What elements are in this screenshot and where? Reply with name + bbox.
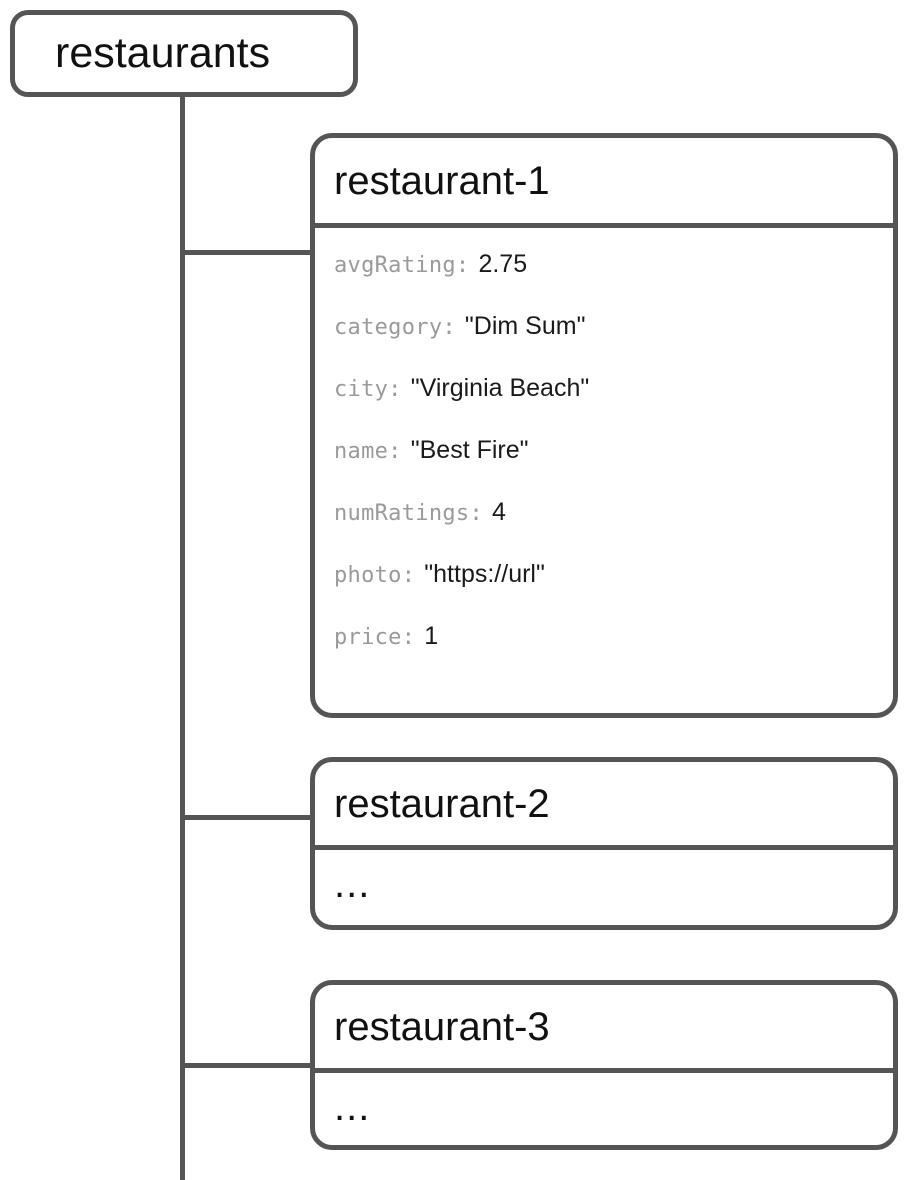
field-value: "Best Fire" — [410, 436, 529, 464]
field-key: name: — [334, 439, 402, 464]
document-card-body: ... — [315, 1073, 893, 1127]
field-key: city: — [334, 377, 402, 402]
field-row: avgRating: 2.75 — [334, 250, 874, 312]
document-card-restaurant-1[interactable]: restaurant-1 avgRating: 2.75 category: "… — [310, 133, 898, 718]
document-title: restaurant-3 — [334, 1004, 550, 1049]
collection-node-restaurants[interactable]: restaurants — [10, 10, 358, 97]
document-title: restaurant-2 — [334, 781, 550, 826]
field-key: avgRating: — [334, 253, 470, 278]
collection-node-label: restaurants — [55, 29, 271, 77]
field-value: "Virginia Beach" — [410, 374, 590, 402]
field-value: "Dim Sum" — [464, 312, 586, 340]
document-card-restaurant-3[interactable]: restaurant-3 ... — [310, 980, 898, 1150]
field-value: "https://url" — [424, 560, 545, 588]
field-key: price: — [334, 625, 416, 650]
field-row: city: "Virginia Beach" — [334, 374, 874, 436]
document-card-header: restaurant-3 — [315, 985, 893, 1073]
branch-connector-line-restaurant-1 — [180, 250, 310, 255]
document-fields-placeholder: ... — [334, 1085, 371, 1129]
field-row: name: "Best Fire" — [334, 436, 874, 498]
field-key: photo: — [334, 563, 416, 588]
field-row: photo: "https://url" — [334, 560, 874, 622]
field-value: 4 — [492, 498, 506, 526]
field-row: category: "Dim Sum" — [334, 312, 874, 374]
document-card-header: restaurant-2 — [315, 762, 893, 850]
field-key: category: — [334, 315, 456, 340]
branch-connector-line-restaurant-3 — [180, 1063, 310, 1068]
trunk-connector-line — [180, 97, 185, 1180]
document-card-header: restaurant-1 — [315, 138, 893, 228]
field-value: 2.75 — [478, 250, 528, 278]
document-card-restaurant-2[interactable]: restaurant-2 ... — [310, 757, 898, 930]
branch-connector-line-restaurant-2 — [180, 815, 310, 820]
document-title: restaurant-1 — [334, 158, 550, 203]
field-row: price: 1 — [334, 622, 874, 684]
field-key: numRatings: — [334, 501, 483, 526]
field-row: numRatings: 4 — [334, 498, 874, 560]
document-fields-placeholder: ... — [334, 862, 371, 906]
document-card-body: ... — [315, 850, 893, 904]
field-value: 1 — [424, 622, 439, 650]
document-card-body: avgRating: 2.75 category: "Dim Sum" city… — [315, 228, 893, 684]
